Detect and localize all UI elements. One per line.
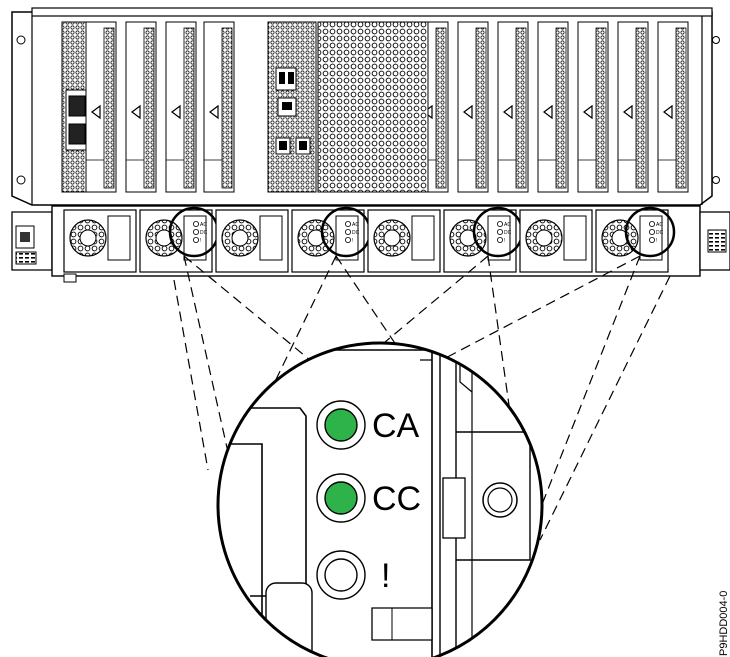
- pcie-slot: [457, 21, 489, 193]
- led-ca-label: CA: [372, 407, 420, 445]
- pcie-slot: [537, 21, 569, 193]
- slot-latch-icon: [209, 104, 219, 120]
- psu-led-label: DC: [200, 230, 208, 236]
- led-fault-label: !: [381, 557, 390, 595]
- pcie-slot: [617, 21, 649, 193]
- psu-led-icon: [649, 220, 656, 227]
- slot-latch-icon: [91, 104, 101, 120]
- slot-latch-icon: [543, 104, 553, 120]
- psu-led-icon: [344, 220, 351, 227]
- pcie-slot: [125, 21, 157, 193]
- power-supply: AC DC!: [595, 206, 676, 273]
- psu-led-label: AC: [352, 222, 359, 228]
- led-fault: !: [316, 550, 390, 600]
- psu-led-label: DC: [656, 230, 664, 236]
- power-supply: [367, 209, 441, 273]
- slot-latch-icon: [663, 104, 673, 120]
- psu-led-icon: [344, 228, 351, 235]
- led-cc-indicator: [324, 481, 358, 515]
- psu-led-icon: [192, 228, 199, 235]
- pcie-slot: [203, 21, 235, 193]
- psu-led-label: !: [504, 238, 505, 244]
- pcie-slot: [165, 21, 197, 193]
- led-cc: CC: [316, 473, 421, 523]
- led-cc-label: CC: [372, 480, 421, 518]
- psu-led-icon: [496, 228, 503, 235]
- figure-id: P9HDD004-0: [718, 591, 730, 656]
- magnified-callout: CA CC !: [216, 341, 544, 657]
- power-supply: [63, 209, 137, 273]
- psu-led-icon: [344, 236, 351, 243]
- pcie-slot: [657, 21, 689, 193]
- psu-led-icon: [496, 236, 503, 243]
- psu-led-label: !: [656, 238, 657, 244]
- psu-led-icon: [192, 236, 199, 243]
- psu-led-label: !: [200, 238, 201, 244]
- pcie-slot: [497, 21, 529, 193]
- psu-led-icon: [496, 220, 503, 227]
- psu-led-label: DC: [352, 230, 360, 236]
- power-supply: AC DC!: [291, 206, 372, 273]
- pcie-slot: [577, 21, 609, 193]
- slot-latch-icon: [623, 104, 633, 120]
- slot-latch-icon: [583, 104, 593, 120]
- psu-led-label: AC: [200, 222, 207, 228]
- psu-led-label: !: [352, 238, 353, 244]
- slot-latch-icon: [131, 104, 141, 120]
- slot-latch-icon: [503, 104, 513, 120]
- pcie-slots: [85, 21, 689, 193]
- power-supply: [519, 209, 593, 273]
- psu-callout-circle: [624, 206, 676, 258]
- power-supplies: AC DC! AC DC! AC DC! AC DC!: [63, 206, 676, 273]
- system-io-panel: [267, 21, 429, 193]
- psu-led-icon: [192, 220, 199, 227]
- psu-led-label: DC: [504, 230, 512, 236]
- slot-latch-icon: [171, 104, 181, 120]
- led-fault-indicator: [324, 558, 358, 592]
- pcie-slot: [85, 21, 117, 193]
- led-ca-indicator: [324, 408, 358, 442]
- psu-led-label: AC: [656, 222, 663, 228]
- power-supply: AC DC!: [139, 206, 220, 273]
- power-supply: AC DC!: [443, 206, 524, 273]
- psu-led-label: AC: [504, 222, 511, 228]
- power-supply: [215, 209, 289, 273]
- slot-latch-icon: [463, 104, 473, 120]
- psu-led-icon: [649, 228, 656, 235]
- led-ca: CA: [316, 400, 420, 450]
- psu-led-icon: [649, 236, 656, 243]
